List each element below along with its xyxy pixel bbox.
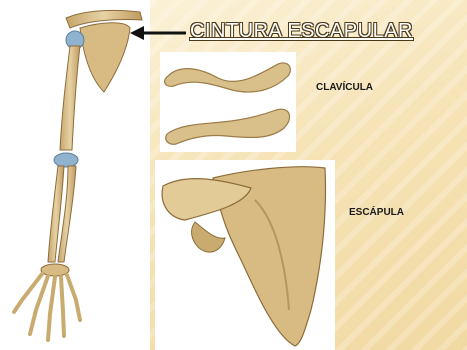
arrow-pointer — [130, 23, 190, 43]
clavicle-label: CLAVÍCULA — [316, 82, 373, 93]
scapula-image-panel — [155, 160, 335, 350]
clavicle-image-panel — [160, 52, 296, 152]
clavicle-bottom-image — [160, 102, 296, 152]
clavicle-top-image — [160, 52, 296, 102]
slide-title: CINTURA ESCAPULAR — [190, 20, 413, 42]
scapula-image — [155, 160, 335, 350]
scapula-label: ESCÁPULA — [349, 207, 404, 218]
arm-skeleton-illustration — [0, 0, 150, 350]
